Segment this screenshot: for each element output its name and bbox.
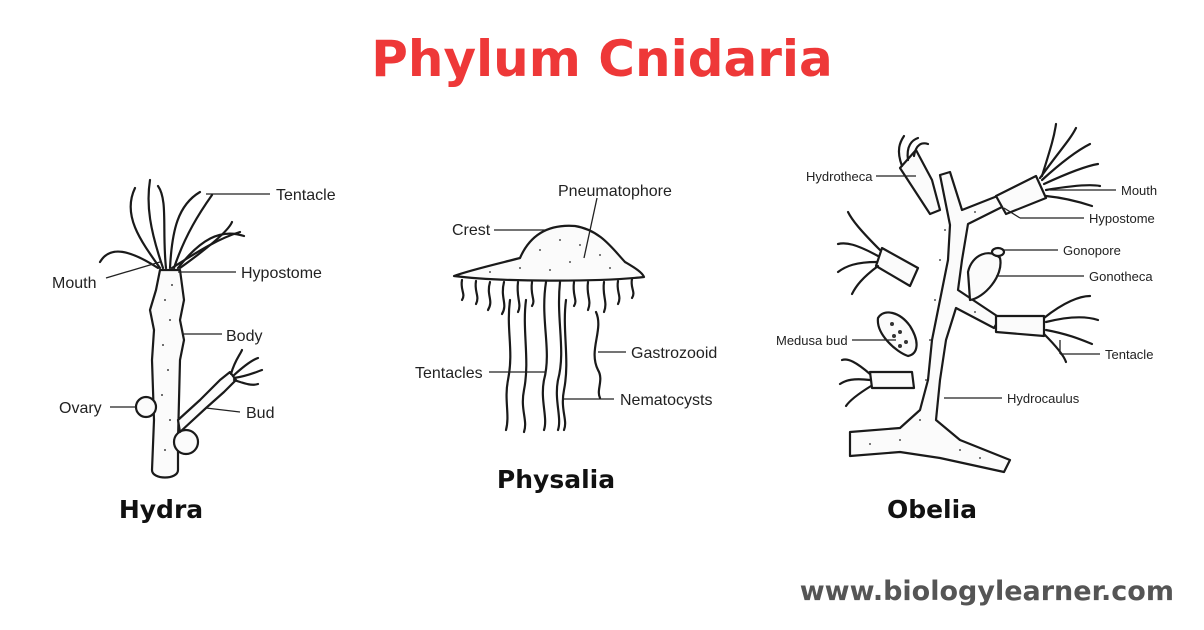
obelia-label-tentacle: Tentacle: [1105, 347, 1153, 362]
physalia-label-crest: Crest: [452, 222, 491, 239]
hydra-bud: [176, 370, 238, 434]
hydra-body: [148, 268, 186, 479]
hydra-ovary: [134, 395, 158, 419]
obelia-hydranth-bottom: [868, 370, 916, 390]
physalia-illustration: [452, 197, 646, 434]
obelia-medusa-bud: [876, 311, 918, 358]
page-title: Phylum Cnidaria: [371, 30, 833, 88]
obelia-bottom-tentacles: [838, 358, 873, 408]
obelia-name: Obelia: [887, 495, 977, 524]
obelia-hydrocaulus: [848, 170, 1012, 474]
physalia-name: Physalia: [497, 465, 615, 494]
obelia-hydranth-upper: [994, 174, 1048, 216]
obelia-top-tentacles: [897, 134, 930, 168]
physalia-label-gastrozooid: Gastrozooid: [631, 345, 717, 362]
physalia-label-pneumatophore: Pneumatophore: [558, 183, 672, 200]
obelia-gonotheca: [966, 252, 1002, 302]
hydra-label-bud: Bud: [246, 405, 274, 422]
hydra-label-tentacle: Tentacle: [276, 187, 336, 204]
obelia-left-tentacles: [836, 210, 882, 296]
physalia-label-tentacles: Tentacles: [415, 365, 483, 382]
obelia-label-hydrocaulus: Hydrocaulus: [1007, 391, 1080, 406]
hydra-illustration: [98, 178, 270, 479]
obelia-label-gonopore: Gonopore: [1063, 243, 1121, 258]
obelia-label-gonotheca: Gonotheca: [1089, 269, 1153, 284]
hydra-bud-tentacles: [229, 348, 264, 386]
hydra-lower-bud: [172, 428, 200, 456]
obelia-label-hydrotheca: Hydrotheca: [806, 169, 873, 184]
obelia-label-mouth: Mouth: [1121, 183, 1157, 198]
obelia-hydranth-left: [874, 246, 920, 288]
physalia-label-nematocysts: Nematocysts: [620, 392, 712, 409]
obelia-illustration: [836, 122, 1116, 474]
hydra-label-ovary: Ovary: [59, 400, 102, 417]
website-url: www.biologylearner.com: [799, 576, 1174, 607]
physalia-tentacles: [504, 280, 602, 434]
hydra-label-mouth: Mouth: [52, 275, 96, 292]
obelia-upper-tentacles: [1038, 122, 1102, 208]
hydra-label-body: Body: [226, 328, 262, 345]
obelia-hydrotheca-top: [898, 148, 942, 216]
obelia-lower-tentacles: [1042, 294, 1100, 364]
physalia-pneumatophore: [452, 224, 646, 282]
obelia-hydranth-lower: [994, 314, 1046, 338]
hydra-label-hypostome: Hypostome: [241, 265, 322, 282]
physalia-zooids: [460, 277, 635, 316]
hydra-name: Hydra: [119, 495, 203, 524]
obelia-label-hypostome: Hypostome: [1089, 211, 1155, 226]
obelia-label-medusa-bud: Medusa bud: [776, 333, 848, 348]
hydra-tentacles: [98, 178, 246, 270]
obelia-gonopore: [990, 246, 1006, 258]
